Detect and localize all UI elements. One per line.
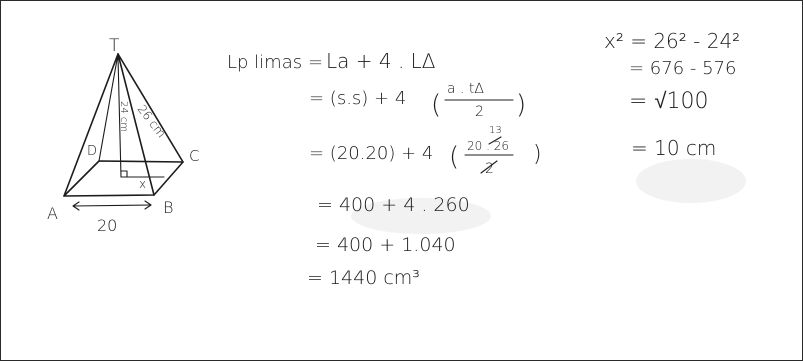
formula-lhs: Lp limas: [227, 52, 302, 73]
paren-open: (: [431, 90, 441, 120]
slant-edge-label: 26 cm: [135, 102, 169, 140]
step-3-close: ): [533, 142, 542, 167]
edge-tc: [117, 53, 184, 163]
step-6-result: = 1440 cm³: [307, 267, 420, 289]
height-line: [117, 56, 122, 178]
pythagoras-line-2: = 676 - 576: [629, 58, 736, 79]
pythagoras-line-1: x² = 26² - 24²: [604, 29, 740, 53]
pythagoras-line-3: = √100: [629, 89, 709, 114]
edge-td: [98, 53, 119, 162]
pythagoras-result: = 10 cm: [631, 136, 716, 160]
base-edge-label: 20: [97, 216, 117, 235]
step-4: = 400 + 4 . 260: [317, 194, 470, 216]
arrow-left-icon: [72, 201, 80, 211]
smudge-mark: [351, 198, 491, 234]
vertex-label-a: A: [47, 204, 58, 223]
pythagoras-working: x² = 26² - 24² = 676 - 576 = √100 = 10 c…: [604, 29, 740, 160]
step-2-close: ): [516, 90, 526, 120]
strike-mark: [480, 160, 498, 174]
smudge-mark: [636, 159, 746, 203]
step-2-denominator: 2: [475, 104, 484, 120]
step-3-denominator: 2: [485, 161, 494, 177]
edge-tb: [117, 53, 155, 196]
strike-mark: [488, 136, 502, 145]
paren-open: (: [449, 142, 459, 172]
right-angle-mark: [120, 170, 128, 178]
pyramid-figure: T A B C D 26 cm 24 cm x 20: [47, 36, 199, 235]
step-3-numerator: 20 . 26: [467, 139, 509, 153]
pyramid-base: [63, 160, 184, 197]
formula-rhs: La + 4 . L∆: [326, 49, 436, 73]
vertex-label-d: D: [87, 144, 97, 159]
step-2-numerator: a . t∆: [447, 81, 484, 97]
formula-equals: =: [308, 52, 323, 73]
step-3-strike-value: 13: [489, 125, 502, 136]
dimension-line: [72, 204, 152, 207]
height-label: 24 cm: [118, 101, 129, 132]
step-5: = 400 + 1.040: [315, 234, 456, 256]
vertex-label-b: B: [163, 198, 173, 217]
step-2-prefix: = (s.s) + 4: [309, 88, 406, 109]
arrow-right-icon: [144, 200, 152, 210]
vertex-label-c: C: [189, 147, 199, 165]
step-3-prefix: = (20.20) + 4: [309, 143, 433, 164]
half-base-label: x: [139, 177, 146, 191]
apex-label: T: [109, 36, 120, 56]
surface-area-working: Lp limas = La + 4 . L∆ = (s.s) + 4 ( a .…: [227, 49, 542, 289]
edge-ta: [63, 53, 119, 197]
